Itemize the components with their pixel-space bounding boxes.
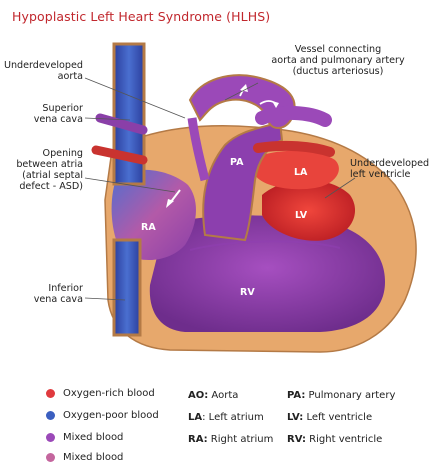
mixed-blood-pink-dot-icon xyxy=(46,453,55,462)
label-inferior-vena-cava: Inferior vena cava xyxy=(33,283,83,305)
legend-label: Mixed blood xyxy=(63,452,124,463)
left-pulmonary-branch xyxy=(95,113,148,135)
chamber-label-pa: PA xyxy=(230,157,244,168)
left-pulmonary-branch-2 xyxy=(91,145,148,165)
legend-label: Mixed blood xyxy=(63,432,124,443)
legend-item: Mixed blood xyxy=(46,452,123,463)
label-atrial-septal-defect: Opening between atria (atrial septal def… xyxy=(16,148,83,192)
legend-label: Oxygen-poor blood xyxy=(63,410,159,421)
right-pulmonary-branch xyxy=(255,105,332,127)
chamber-label-rv: RV xyxy=(240,287,255,298)
rv-inner-edge xyxy=(189,240,341,251)
label-ductus-arteriosus: Vessel connecting aorta and pulmonary ar… xyxy=(271,44,405,77)
chamber-label-lv: LV xyxy=(295,210,308,221)
abbr-lv: LV: Left ventricle xyxy=(287,412,373,423)
right-pulmonary-branch-2 xyxy=(253,140,335,157)
abbr-la: LA: Left atrium xyxy=(188,412,264,423)
left-atrium xyxy=(255,150,339,190)
abbr-rv: RV: Right ventricle xyxy=(287,434,383,445)
inferior-vena-cava xyxy=(112,238,142,337)
abbr-pa: PA: Pulmonary artery xyxy=(287,390,396,401)
legend-label: Oxygen-rich blood xyxy=(63,388,155,399)
label-underdeveloped-lv: Underdeveloped left ventricle xyxy=(350,158,430,180)
mixed-blood-dot-icon xyxy=(46,433,55,442)
page-title: Hypoplastic Left Heart Syndrome (HLHS) xyxy=(12,9,271,24)
aorta xyxy=(187,117,210,182)
legend-item: Oxygen-poor blood xyxy=(46,410,159,421)
legend-item: Mixed blood xyxy=(46,432,123,443)
oxygen-poor-dot-icon xyxy=(46,411,55,420)
abbr-ra: RA: Right atrium xyxy=(188,434,274,445)
left-ventricle xyxy=(262,180,356,241)
label-superior-vena-cava: Superior vena cava xyxy=(33,103,83,125)
chamber-label-ra: RA xyxy=(141,222,156,233)
legend-item: Oxygen-rich blood xyxy=(46,388,155,399)
abbr-ao: AO: Aorta xyxy=(188,390,239,401)
oxygen-rich-dot-icon xyxy=(46,389,55,398)
chamber-label-la: LA xyxy=(294,167,308,178)
label-underdeveloped-aorta: Underdeveloped aorta xyxy=(3,60,83,82)
